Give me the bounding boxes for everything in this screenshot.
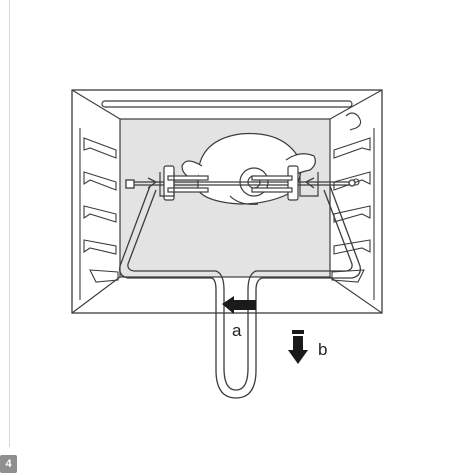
top-heating-element <box>101 100 353 108</box>
left-shelf-runners <box>79 128 119 300</box>
label-b: b <box>318 340 327 359</box>
perspective-line-top-left <box>71 89 121 120</box>
rotisserie-support-frame <box>119 185 361 399</box>
page-margin-rule <box>9 0 10 447</box>
spit-support-brackets <box>159 172 319 197</box>
perspective-line-bottom-right <box>329 276 383 314</box>
perspective-line-top-right <box>329 89 383 120</box>
arrow-b <box>288 330 308 364</box>
page-number-badge: 4 <box>0 455 17 473</box>
arrow-a <box>222 296 256 314</box>
spit-forks <box>163 165 299 201</box>
label-a: a <box>232 321 242 340</box>
chicken <box>181 132 316 205</box>
perspective-line-bottom-left <box>71 276 121 314</box>
